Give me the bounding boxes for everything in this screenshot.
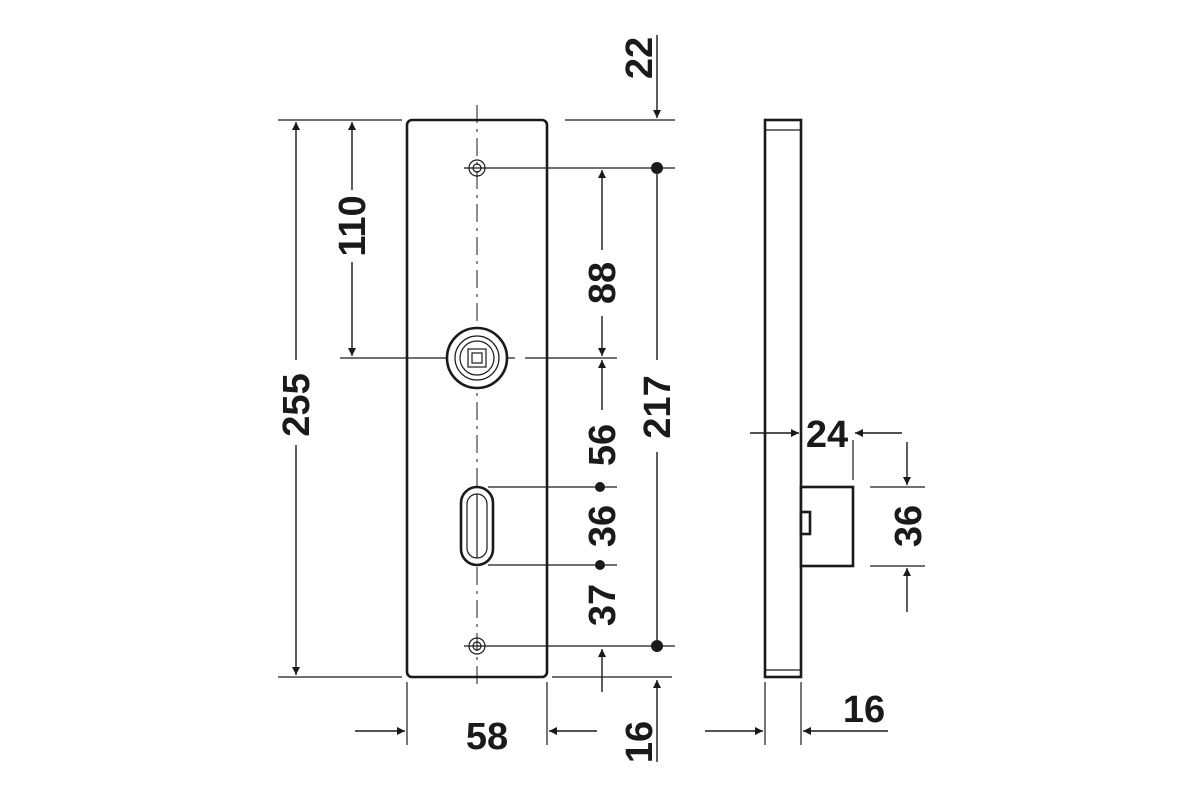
ref-dot-bottom-screw — [651, 640, 663, 652]
dim-24-label: 24 — [806, 414, 848, 456]
ref-dot-keyhole-bottom — [595, 560, 605, 570]
spindle-rose — [445, 326, 509, 390]
side-latch — [799, 485, 855, 568]
dim-36-keyhole-label: 36 — [582, 505, 624, 547]
keyhole-slot — [459, 485, 495, 567]
dim-255-label: 255 — [276, 373, 318, 436]
ref-dot-keyhole-top — [595, 482, 605, 492]
dim-22-label: 22 — [619, 37, 661, 79]
dim-37-label: 37 — [582, 584, 624, 626]
dim-16-side-label: 16 — [843, 689, 885, 731]
dim-56-label: 56 — [582, 424, 624, 466]
dim-58-label: 58 — [466, 716, 508, 758]
dim-16-bottom-label: 16 — [619, 721, 661, 763]
dim-88-label: 88 — [582, 262, 624, 304]
dim-36-latch-label: 36 — [888, 505, 930, 547]
side-plate — [763, 118, 803, 679]
dim-217-label: 217 — [637, 375, 679, 438]
ref-dot-top-screw — [651, 162, 663, 174]
dim-110-label: 110 — [332, 195, 374, 256]
